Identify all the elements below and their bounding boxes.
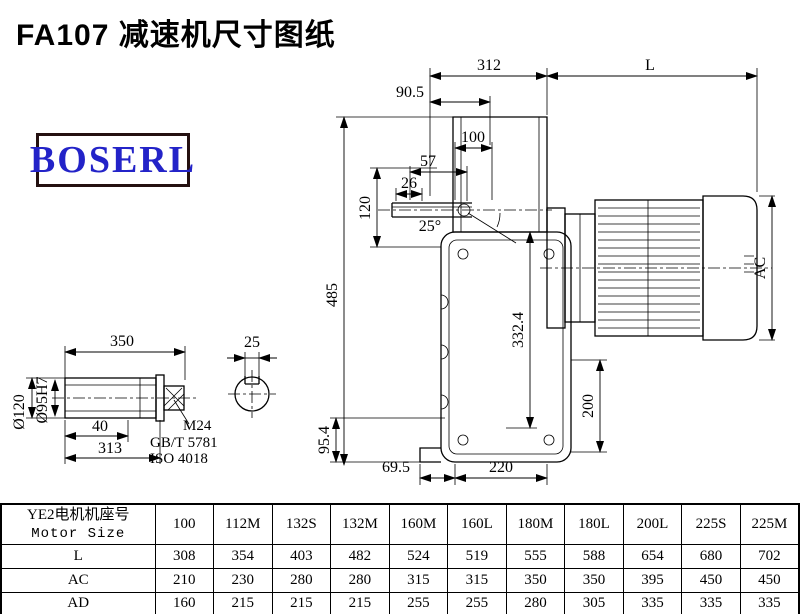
dim-120: 120 xyxy=(357,196,374,220)
dim-313: 313 xyxy=(98,440,122,457)
gearbox-dimension-drawing: 312 L 90.5 100 57 26 120 485 95.4 332.4 … xyxy=(11,57,776,485)
motor-size-label-en: Motor Size xyxy=(31,525,126,542)
label-iso-4018: ISO 4018 xyxy=(150,451,208,467)
shaft-extension-lines xyxy=(26,346,260,464)
table-row-AC: AC 210 230 280 280 315 315 350 350 395 4… xyxy=(0,567,800,593)
col-header-160M: 160M xyxy=(388,503,449,545)
col-header-132M: 132M xyxy=(330,503,390,545)
dim-100: 100 xyxy=(461,129,485,146)
dim-dia-95h7: Ø95H7 xyxy=(34,376,51,423)
label-m24: M24 xyxy=(183,418,212,434)
table-row-L: L 308 354 403 482 524 519 555 588 654 68… xyxy=(0,543,800,569)
main-extension-lines xyxy=(330,68,775,485)
dim-40: 40 xyxy=(92,418,108,435)
cell-AC-100: 210 xyxy=(154,567,215,593)
motor-size-header-cell: YE2电机机座号 Motor Size xyxy=(0,503,156,545)
cell-L-200L: 654 xyxy=(622,543,683,569)
cell-AC-225M: 450 xyxy=(739,567,800,593)
dim-key-25: 25 xyxy=(244,334,260,351)
cell-AC-132M: 280 xyxy=(330,567,390,593)
cell-AD-160M: 255 xyxy=(388,591,449,614)
main-dimension-labels: 312 L 90.5 100 57 26 120 485 95.4 332.4 … xyxy=(316,57,769,476)
cell-L-160L: 519 xyxy=(447,543,507,569)
cell-AD-132M: 215 xyxy=(330,591,390,614)
col-header-112M: 112M xyxy=(213,503,273,545)
boserl-logo: BOSERL xyxy=(30,133,194,187)
shaft-dimension-lines xyxy=(28,348,277,462)
cell-L-100: 308 xyxy=(154,543,215,569)
cell-AD-200L: 335 xyxy=(622,591,683,614)
cell-AC-132S: 280 xyxy=(271,567,332,593)
cell-L-180L: 588 xyxy=(564,543,624,569)
cell-AD-225S: 335 xyxy=(681,591,741,614)
dim-200: 200 xyxy=(580,394,597,418)
cell-AC-225S: 450 xyxy=(681,567,741,593)
dim-312: 312 xyxy=(477,57,501,74)
col-header-225M: 225M xyxy=(739,503,800,545)
cell-AD-180L: 305 xyxy=(564,591,624,614)
cell-L-180M: 555 xyxy=(505,543,566,569)
col-header-160L: 160L xyxy=(447,503,507,545)
main-dimension-lines xyxy=(332,72,776,482)
cell-AD-180M: 280 xyxy=(505,591,566,614)
dim-69-5: 69.5 xyxy=(382,459,410,476)
dim-90-5: 90.5 xyxy=(396,84,424,101)
motor-dimension-table: YE2电机机座号 Motor Size 100 112M 132S 132M 1… xyxy=(0,503,800,614)
dim-332-4: 332.4 xyxy=(510,312,527,348)
cell-AC-160M: 315 xyxy=(388,567,449,593)
dim-25deg: 25° xyxy=(419,218,441,235)
dim-95-4: 95.4 xyxy=(316,426,333,454)
cell-AC-160L: 315 xyxy=(447,567,507,593)
shaft-detail-outline xyxy=(52,374,198,425)
dim-485: 485 xyxy=(324,283,341,307)
cell-AD-160L: 255 xyxy=(447,591,507,614)
cell-L-132M: 482 xyxy=(330,543,390,569)
page-title: FA107 减速机尺寸图纸 xyxy=(16,19,336,52)
dim-57: 57 xyxy=(420,153,436,170)
cell-AC-180L: 350 xyxy=(564,567,624,593)
cell-AD-100: 160 xyxy=(154,591,215,614)
col-header-180L: 180L xyxy=(564,503,624,545)
cell-L-132S: 403 xyxy=(271,543,332,569)
cell-L-225S: 680 xyxy=(681,543,741,569)
row-label-L: L xyxy=(0,543,156,569)
output-shaft xyxy=(378,202,552,244)
motor-size-label-cn: YE2电机机座号 xyxy=(27,506,130,523)
cell-L-160M: 524 xyxy=(388,543,449,569)
col-header-200L: 200L xyxy=(622,503,683,545)
shaft-end-view xyxy=(228,370,276,418)
col-header-225S: 225S xyxy=(681,503,741,545)
shaft-dimension-labels: 350 Ø120 Ø95H7 40 313 25 M24 GB/T 5781 I… xyxy=(11,333,260,467)
gearbox-outline xyxy=(419,116,572,463)
row-label-AC: AC xyxy=(0,567,156,593)
col-header-100: 100 xyxy=(154,503,215,545)
cell-L-112M: 354 xyxy=(213,543,273,569)
boserl-logo-text: BOSERL xyxy=(29,139,197,181)
cell-AC-112M: 230 xyxy=(213,567,273,593)
cell-AC-180M: 350 xyxy=(505,567,566,593)
table-header-row: YE2电机机座号 Motor Size 100 112M 132S 132M 1… xyxy=(0,503,800,545)
label-gbt-5781: GB/T 5781 xyxy=(150,435,218,451)
dim-26: 26 xyxy=(401,175,417,192)
dim-L: L xyxy=(645,57,655,74)
cell-AD-225M: 335 xyxy=(739,591,800,614)
cell-AD-112M: 215 xyxy=(213,591,273,614)
cell-AC-200L: 395 xyxy=(622,567,683,593)
dim-220: 220 xyxy=(489,459,513,476)
dim-dia-120: Ø120 xyxy=(11,394,28,430)
dim-AC: AC xyxy=(752,257,769,279)
cell-L-225M: 702 xyxy=(739,543,800,569)
cell-AD-132S: 215 xyxy=(271,591,332,614)
table-row-AD: AD 160 215 215 215 255 255 280 305 335 3… xyxy=(0,591,800,614)
col-header-132S: 132S xyxy=(271,503,332,545)
row-label-AD: AD xyxy=(0,591,156,614)
col-header-180M: 180M xyxy=(505,503,566,545)
motor-outline xyxy=(540,195,772,341)
dim-350: 350 xyxy=(110,333,134,350)
